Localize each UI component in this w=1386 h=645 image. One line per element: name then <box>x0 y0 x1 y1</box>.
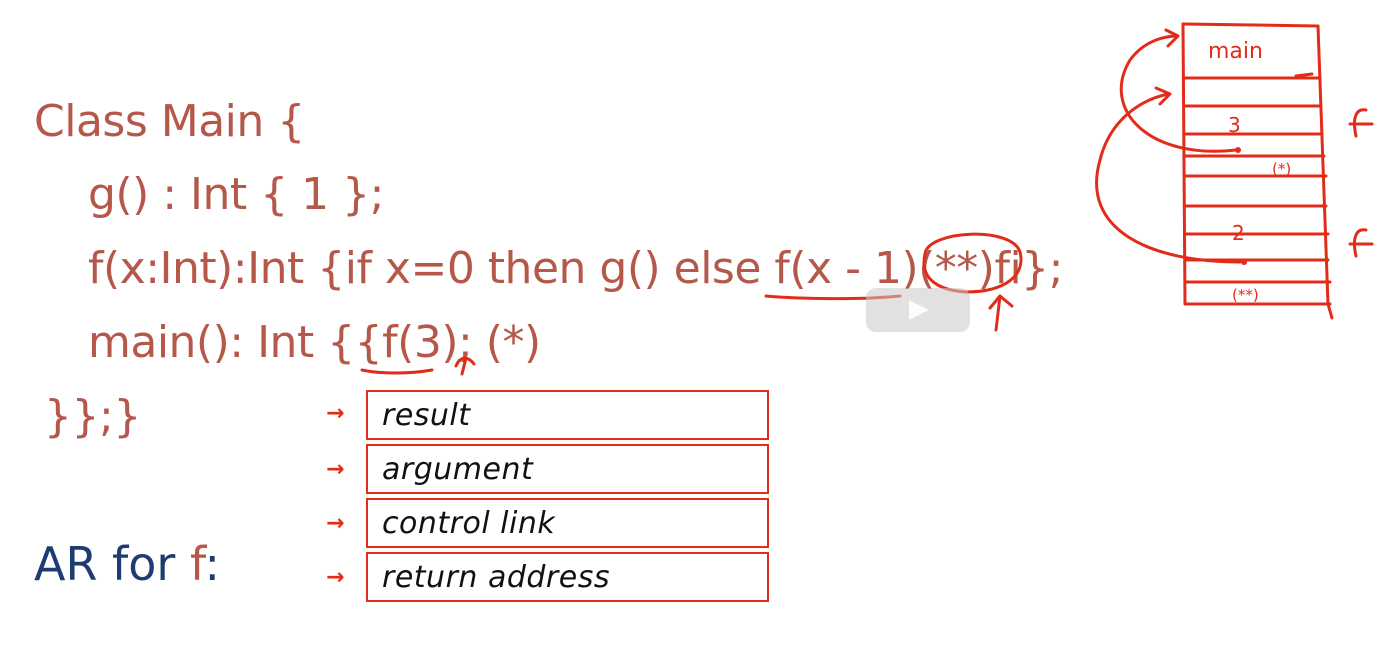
ar-row-return-address: return address <box>366 552 769 602</box>
ar-field-argument: argument <box>382 452 534 487</box>
stack-right-edge <box>1316 24 1334 320</box>
ar-label: AR for f: <box>34 538 220 590</box>
stack-left-edge <box>1181 22 1187 306</box>
code-line-close: }};} <box>44 391 141 442</box>
stack-frame1-arg: 3 <box>1228 113 1241 137</box>
ar-label-fn: f <box>189 537 205 591</box>
ar-field-result: result <box>382 398 471 433</box>
activation-record-table: result argument control link return addr… <box>366 390 773 604</box>
video-play-button[interactable] <box>866 288 970 332</box>
stack-frame1-return: (*) <box>1272 160 1291 178</box>
code-line-f: f(x:Int):Int {if x=0 then g() else f(x -… <box>88 243 1063 294</box>
ar-label-prefix: AR for <box>34 537 190 591</box>
stack-frame2-arg: 2 <box>1232 221 1245 245</box>
control-link-arrow-1 <box>1119 34 1238 153</box>
code-line-g: g() : Int { 1 }; <box>88 169 384 220</box>
ar-field-control-link: control link <box>382 506 556 541</box>
code-line-main: main(): Int {{f(3); (*) <box>88 317 541 368</box>
ar-row-control-link: control link <box>366 498 769 548</box>
stack-frame2-return: (**) <box>1232 286 1259 304</box>
frame-label-f1 <box>1348 108 1374 138</box>
ar-label-suffix: : <box>204 537 221 591</box>
frame-label-f2 <box>1348 228 1374 258</box>
arrow-right-icon: → <box>326 457 345 482</box>
arrow-right-icon: → <box>326 401 345 426</box>
caret-double-star <box>988 294 1014 332</box>
ar-row-result: result <box>366 390 769 440</box>
arrow-right-icon: → <box>326 511 345 536</box>
ar-row-argument: argument <box>366 444 769 494</box>
arrow-right-icon: → <box>326 565 345 590</box>
code-line-class: Class Main { <box>34 96 305 147</box>
play-icon <box>909 300 929 320</box>
stack-frame-main: main <box>1208 39 1263 64</box>
control-link-arrow-2 <box>1095 92 1242 264</box>
underline-call-f3 <box>360 368 434 375</box>
ar-field-return-address: return address <box>382 560 610 595</box>
